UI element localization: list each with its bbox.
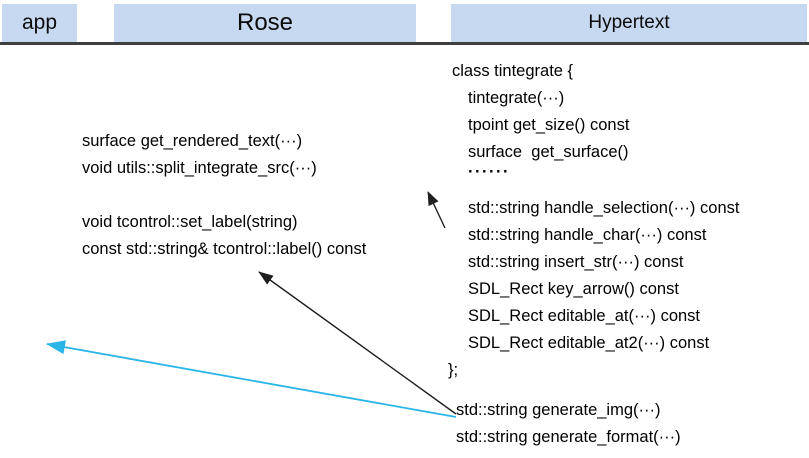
code-line: surface get_rendered_text(···) <box>82 132 303 150</box>
header-divider-line <box>0 42 809 45</box>
hypertext-code-block-tintegrate-class: class tintegrate { tintegrate(···) tpoint … <box>446 58 808 451</box>
code-line: std::string insert_str(···) const <box>468 253 684 271</box>
code-line: tpoint get_size() const <box>468 116 630 134</box>
code-line: const std::string& tcontrol::label() con… <box>82 240 367 258</box>
code-line: void tcontrol::set_label(string) <box>82 213 298 231</box>
rose-code-block-tcontrol-functions: void tcontrol::set_label(string)const st… <box>80 209 450 263</box>
code-line: std::string generate_img(···) <box>456 401 661 419</box>
column-header-rose: Rose <box>114 4 416 42</box>
code-line: }; <box>448 361 459 379</box>
column-header-rose-label: Rose <box>236 9 294 36</box>
arrow-generate-to-rose-labels <box>258 271 457 415</box>
rose-code-block-render-functions: surface get_rendered_text(···)void utils… <box>80 128 450 182</box>
code-line: std::string handle_selection(···) const <box>468 199 740 217</box>
code-line: std::string handle_char(···) const <box>468 226 707 244</box>
arrow-generate-to-app <box>46 340 457 418</box>
column-header-hypertext-label: Hypertext <box>588 12 670 33</box>
code-line: surface get_surface() <box>468 143 629 161</box>
column-header-hypertext: Hypertext <box>451 4 807 42</box>
column-header-app-label: app <box>21 11 58 34</box>
code-line: void utils::split_integrate_src(···) <box>82 159 317 177</box>
code-line: ······ <box>468 163 510 181</box>
code-line: tintegrate(···) <box>468 89 565 107</box>
column-header-app: app <box>2 4 77 42</box>
code-line: SDL_Rect key_arrow() const <box>468 280 679 298</box>
code-line: SDL_Rect editable_at(···) const <box>468 307 701 325</box>
code-line: class tintegrate { <box>452 62 574 80</box>
code-line: SDL_Rect editable_at2(···) const <box>468 334 710 352</box>
code-line: std::string generate_format(···) <box>456 428 681 446</box>
